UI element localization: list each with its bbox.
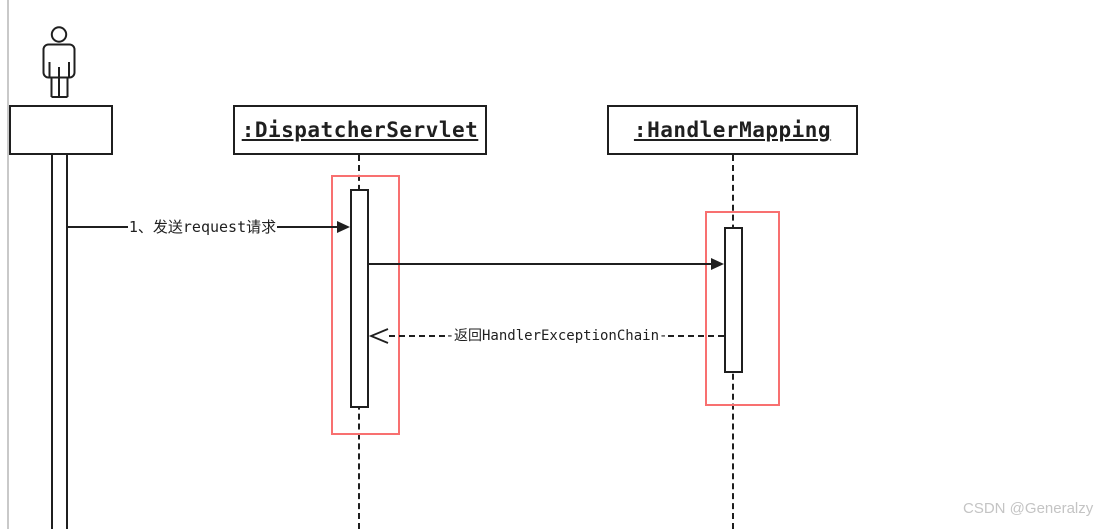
filled-arrowhead-icon	[711, 258, 724, 270]
message-line	[68, 226, 128, 228]
actor-box	[9, 105, 113, 155]
activation-bar-dispatcherservlet	[350, 189, 369, 408]
message-dashed-line	[389, 335, 445, 337]
object-box-handlermapping: :HandlerMapping	[607, 105, 858, 155]
actor-activation-bar	[51, 155, 68, 529]
highlight-frame-dispatcherservlet	[331, 175, 400, 435]
message-send-request: 1、发送request请求	[68, 217, 350, 237]
message-return-handlerexceptionchain: -返回HandlerExceptionChain-	[369, 326, 724, 346]
object-box-dispatcherservlet: :DispatcherServlet	[233, 105, 487, 155]
message-label: -返回HandlerExceptionChain-	[445, 328, 668, 344]
activation-bar-handlermapping	[724, 227, 743, 373]
highlight-frame-handlermapping	[705, 211, 780, 406]
filled-arrowhead-icon	[337, 221, 350, 233]
message-line	[369, 263, 711, 265]
object-label-handlermapping: :HandlerMapping	[633, 118, 832, 142]
object-label-dispatcherservlet: :DispatcherServlet	[241, 118, 479, 142]
message-dashed-line	[668, 335, 724, 337]
message-label: 1、发送request请求	[128, 218, 277, 236]
message-line	[277, 226, 337, 228]
left-guide-line	[7, 0, 9, 529]
open-arrowhead-icon	[369, 328, 389, 344]
actor-icon	[42, 26, 76, 98]
message-to-handlermapping	[369, 254, 724, 274]
csdn-watermark: CSDN @Generalzy	[963, 500, 1094, 517]
